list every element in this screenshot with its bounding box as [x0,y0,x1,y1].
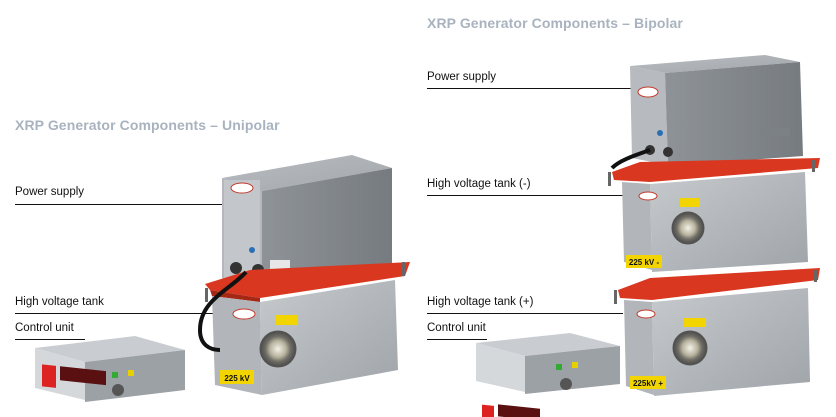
bipolar-high-voltage-tank-minus-label: High voltage tank (-) [427,178,531,190]
bipolar-tank-plus-badge: 225kV + [633,379,663,388]
unipolar-high-voltage-tank: 225 kV [212,280,398,395]
bipolar-title: XRP Generator Components – Bipolar [427,15,683,31]
bipolar-power-supply [630,55,803,166]
bipolar-high-voltage-tank-minus: 225 kV - [622,172,808,272]
bipolar-tank-minus-badge: 225 kV - [629,258,660,267]
bipolar-frame-top [608,158,820,186]
bipolar-high-voltage-tank-plus: 225kV + [624,288,810,396]
unipolar-high-voltage-tank-label: High voltage tank [15,296,104,308]
bipolar-power-supply-leader [427,88,632,89]
unipolar-title: XRP Generator Components – Unipolar [15,117,280,133]
bipolar-high-voltage-tank-plus-leader [427,313,623,314]
unipolar-control-unit [35,336,185,402]
unipolar-power-supply-leader [15,204,222,205]
bipolar-control-unit-label: Control unit [427,322,486,334]
bipolar-control-unit-leader [427,339,487,340]
unipolar-cable [197,270,248,352]
bipolar-cable [610,148,651,170]
bipolar-high-voltage-tank-minus-leader [427,195,623,196]
bipolar-frame-bottom [614,268,820,304]
unipolar-high-voltage-tank-leader [15,313,220,314]
bipolar-control-unit [476,333,620,417]
unipolar-power-supply-label: Power supply [15,186,85,198]
unipolar-control-unit-label: Control unit [15,322,74,334]
bipolar-power-supply-label: Power supply [427,71,497,83]
unipolar-control-unit-leader [15,339,85,340]
bipolar-high-voltage-tank-plus-label: High voltage tank (+) [427,296,534,308]
unipolar-tank-badge: 225 kV [224,374,250,383]
